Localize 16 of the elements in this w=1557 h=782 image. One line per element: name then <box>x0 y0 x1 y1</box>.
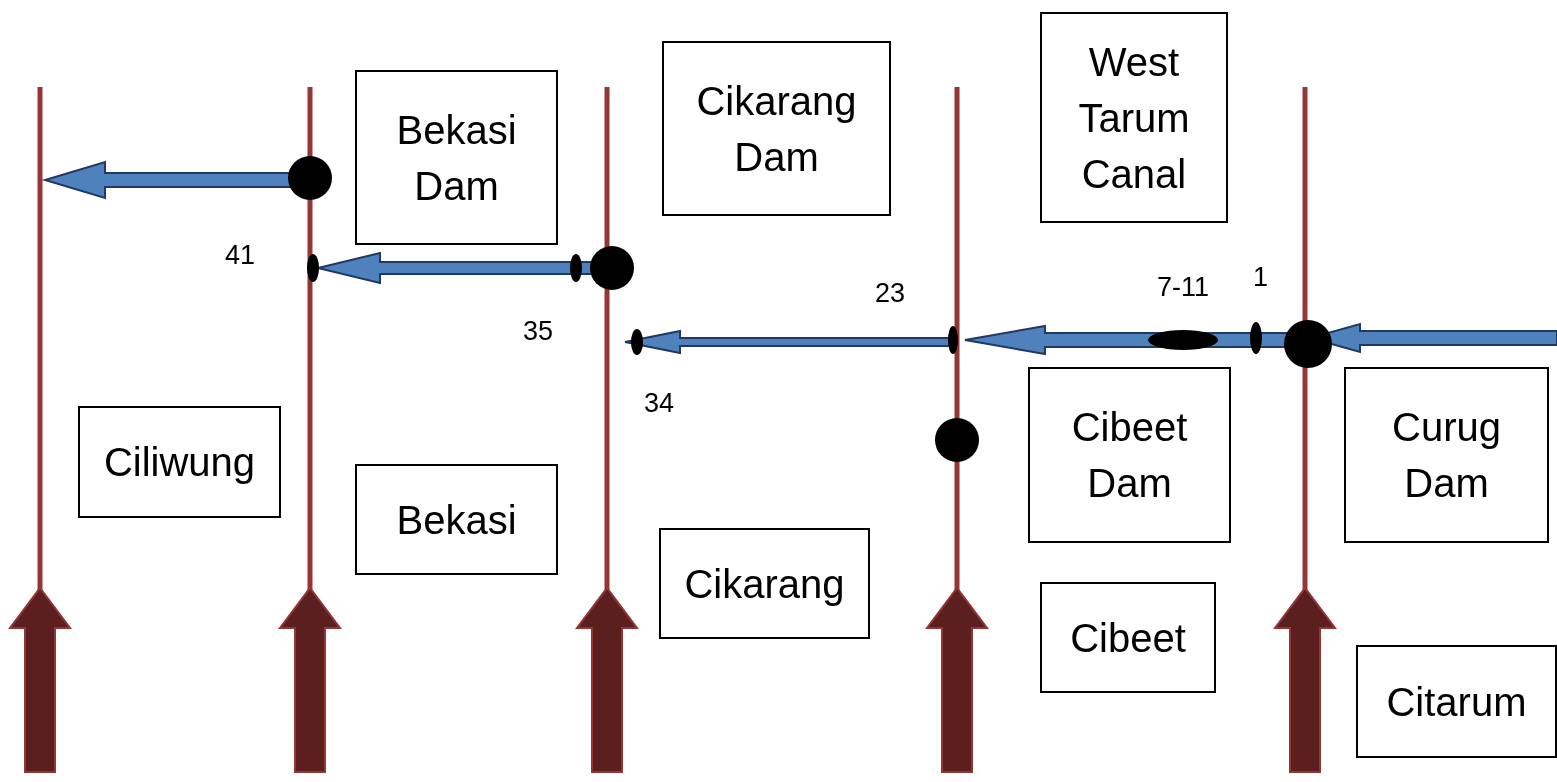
callout-number: 41 <box>225 240 256 271</box>
callout-number: 1 <box>1253 262 1269 293</box>
name-box: Cikarang Dam <box>662 41 891 216</box>
callout-number: 23 <box>875 278 906 309</box>
name-box: West Tarum Canal <box>1040 12 1228 223</box>
callout-number: 35 <box>523 316 554 347</box>
callout-number: 34 <box>644 388 675 419</box>
name-box: Cibeet Dam <box>1028 367 1231 543</box>
name-box: Bekasi Dam <box>355 70 558 245</box>
name-box: Curug Dam <box>1344 367 1549 543</box>
name-box: Cibeet <box>1040 582 1216 693</box>
name-box: Ciliwung <box>78 406 281 518</box>
name-box: Citarum <box>1356 645 1557 758</box>
name-box: Cikarang <box>659 528 870 639</box>
callout-number: 7-11 <box>1157 272 1210 303</box>
name-box: Bekasi <box>355 464 558 575</box>
